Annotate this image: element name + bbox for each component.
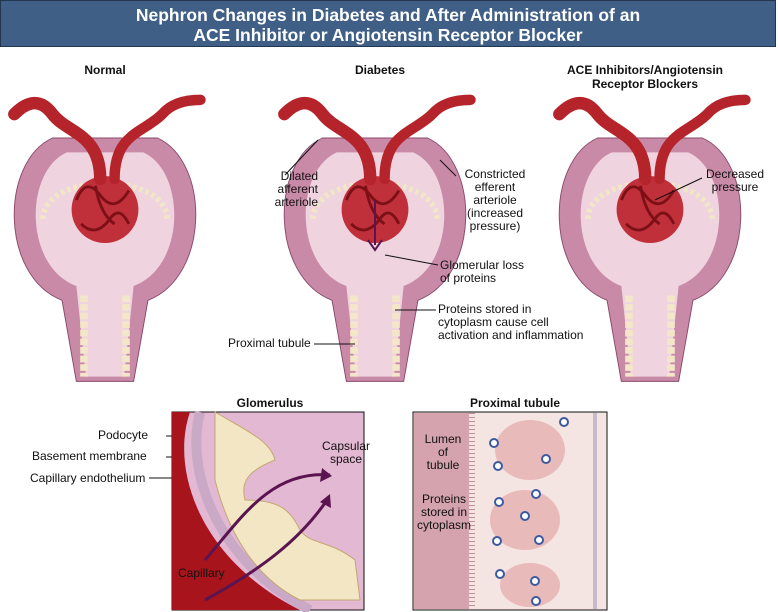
t: pressure)	[469, 219, 521, 233]
t: Proteins	[421, 492, 467, 506]
heading-glomerulus: Glomerulus	[236, 396, 304, 410]
t: space	[329, 452, 363, 466]
t: cytoplasm	[416, 518, 472, 532]
t: Capsular	[321, 439, 371, 453]
heading-normal: Normal	[84, 63, 126, 77]
t: activation and inflammation	[438, 328, 584, 342]
normal-nephron	[14, 100, 200, 382]
ace-nephron	[559, 100, 745, 382]
t: (increased	[466, 206, 524, 220]
t: cytoplasm cause cell	[438, 315, 549, 329]
t: of proteins	[440, 271, 497, 285]
t: Constricted	[464, 167, 526, 181]
heading-ace-line-1: ACE Inhibitors/Angiotensin	[567, 63, 723, 77]
glomerulus-inset	[171, 410, 365, 612]
t: afferent arteriole	[274, 182, 318, 209]
heading-proximal-tubule: Proximal tubule	[469, 396, 561, 410]
proximal-tubule-inset	[412, 411, 608, 611]
t: stored in	[420, 505, 468, 519]
label-proximal-tubule: Proximal tubule	[228, 336, 311, 350]
title-line-1: Nephron Changes in Diabetes and After Ad…	[135, 5, 641, 25]
t: Proteins stored in	[438, 302, 532, 316]
title-line-2: ACE Inhibitor or Angiotensin Receptor Bl…	[193, 25, 583, 45]
label-capillary: Capillary	[178, 566, 225, 580]
t: Dilated	[280, 169, 318, 183]
t: Lumen of	[424, 432, 462, 459]
t: efferent arteriole	[473, 180, 517, 207]
label-podocyte: Podocyte	[98, 428, 149, 442]
t: Glomerular loss	[440, 258, 525, 272]
label-capillary-endothelium: Capillary endothelium	[30, 471, 146, 485]
t: pressure	[711, 180, 759, 194]
t: Decreased	[705, 167, 765, 181]
heading-ace-line-2: Receptor Blockers	[591, 77, 699, 91]
t: tubule	[426, 458, 460, 472]
heading-diabetes: Diabetes	[354, 63, 406, 77]
title-banner: Nephron Changes in Diabetes and After Ad…	[0, 0, 776, 47]
label-basement-membrane: Basement membrane	[32, 449, 147, 463]
